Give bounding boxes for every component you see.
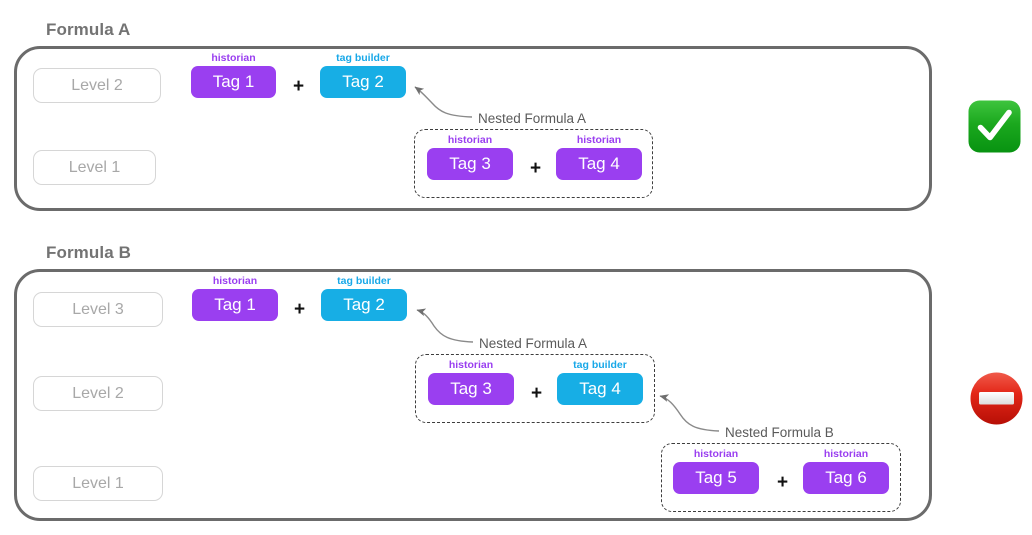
tag-chip-tag-3[interactable]: Tag 3	[428, 373, 514, 405]
tag-kind-label: historian	[576, 134, 622, 146]
formula-a-tag-2-group: tag builder Tag 2	[320, 52, 406, 98]
nested-formula-b-box	[661, 443, 901, 512]
tag-chip-tag-1[interactable]: Tag 1	[192, 289, 278, 321]
formula-b-level-2-pill[interactable]: Level 2	[33, 376, 163, 411]
tag-kind-label: historian	[823, 448, 869, 460]
formula-b-top-operator: +	[294, 299, 306, 320]
tag-kind-label: tag builder	[336, 52, 390, 64]
check-mark-button-icon	[967, 99, 1022, 159]
tag-kind-label: historian	[212, 275, 258, 287]
formula-b-level-1-pill[interactable]: Level 1	[33, 466, 163, 501]
formula-a-level-2-pill[interactable]: Level 2	[33, 68, 161, 103]
formula-b-tag-3-group: historian Tag 3	[428, 359, 514, 405]
tag-chip-tag-4[interactable]: Tag 4	[557, 373, 643, 405]
formula-b-title: Formula B	[46, 243, 131, 262]
tag-chip-tag-3[interactable]: Tag 3	[427, 148, 513, 180]
tag-chip-tag-6[interactable]: Tag 6	[803, 462, 889, 494]
nested-formula-a-in-b-box	[415, 354, 655, 423]
nested-formula-a-in-b-operator: +	[531, 383, 543, 404]
level-label: Level 2	[72, 384, 124, 402]
nested-formula-a-box	[414, 129, 653, 198]
formula-a-top-operator: +	[293, 76, 305, 97]
tag-kind-label: tag builder	[337, 275, 391, 287]
tag-kind-label: historian	[693, 448, 739, 460]
no-entry-icon	[969, 371, 1024, 431]
level-label: Level 1	[72, 474, 124, 492]
tag-kind-label: tag builder	[573, 359, 627, 371]
formula-a-level-1-pill[interactable]: Level 1	[33, 150, 156, 185]
nested-formula-a-in-b-callout-label: Nested Formula A	[479, 336, 588, 351]
tag-chip-tag-2[interactable]: Tag 2	[320, 66, 406, 98]
tag-chip-tag-2[interactable]: Tag 2	[321, 289, 407, 321]
formula-b-tag-6-group: historian Tag 6	[803, 448, 889, 494]
tag-kind-label: historian	[448, 359, 494, 371]
formula-a-tag-4-group: historian Tag 4	[556, 134, 642, 180]
formula-b-tag-1-group: historian Tag 1	[192, 275, 278, 321]
formula-a-tag-1-group: historian Tag 1	[191, 52, 276, 98]
formula-a-tag-3-group: historian Tag 3	[427, 134, 513, 180]
tag-chip-tag-4[interactable]: Tag 4	[556, 148, 642, 180]
tag-kind-label: historian	[447, 134, 493, 146]
tag-chip-tag-5[interactable]: Tag 5	[673, 462, 759, 494]
level-label: Level 3	[72, 300, 124, 318]
nested-formula-b-callout-label: Nested Formula B	[725, 425, 834, 440]
formula-b-tag-5-group: historian Tag 5	[673, 448, 759, 494]
formula-b-level-3-pill[interactable]: Level 3	[33, 292, 163, 327]
formula-a-title: Formula A	[46, 20, 131, 39]
formula-a-container	[14, 46, 932, 211]
level-label: Level 1	[68, 158, 121, 176]
nested-formula-a-operator: +	[530, 158, 542, 179]
level-label: Level 2	[71, 76, 123, 94]
tag-chip-tag-1[interactable]: Tag 1	[191, 66, 276, 98]
nested-formula-b-operator: +	[777, 472, 789, 493]
nested-formula-a-callout-label: Nested Formula A	[478, 111, 587, 126]
tag-kind-label: historian	[211, 52, 256, 64]
formula-b-tag-2-group: tag builder Tag 2	[321, 275, 407, 321]
formula-b-tag-4-group: tag builder Tag 4	[557, 359, 643, 405]
